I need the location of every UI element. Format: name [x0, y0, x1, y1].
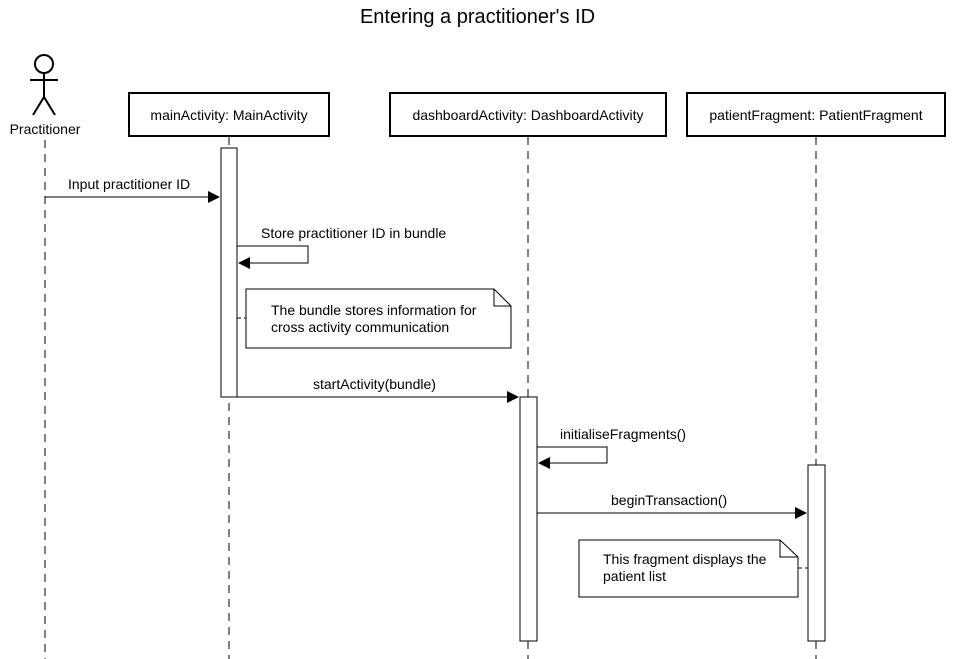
participant-label: mainActivity: MainActivity	[150, 106, 308, 123]
note-line: The bundle stores information for	[271, 302, 477, 318]
participant-main-activity: mainActivity: MainActivity	[128, 92, 330, 137]
actor-label: Practitioner	[9, 121, 81, 137]
diagram-title: Entering a practitioner's ID	[359, 6, 596, 28]
message-label: Store practitioner ID in bundle	[261, 225, 447, 241]
participant-label: patientFragment: PatientFragment	[709, 106, 923, 123]
actor-icon	[30, 54, 58, 116]
participant-patient-fragment: patientFragment: PatientFragment	[686, 92, 946, 137]
dashboard-activity-activation	[519, 396, 538, 642]
note-line: cross activity communication	[271, 319, 450, 335]
message-label: beginTransaction()	[611, 492, 728, 508]
bundle-note: The bundle stores information for cross …	[271, 302, 476, 336]
participant-label: dashboardActivity: DashboardActivity	[412, 106, 644, 123]
main-activity-activation	[220, 147, 238, 398]
note-line: This fragment displays the	[603, 551, 767, 567]
patient-fragment-activation	[807, 464, 826, 642]
note-line: patient list	[603, 568, 667, 584]
message-label: startActivity(bundle)	[313, 376, 436, 392]
bundle-note-shape	[237, 288, 512, 349]
store-id-self-arrow	[237, 245, 309, 269]
fragment-note: This fragment displays the patient list	[603, 551, 766, 585]
fragment-note-shape	[578, 539, 808, 598]
message-label: initialiseFragments()	[560, 426, 687, 442]
participant-dashboard-activity: dashboardActivity: DashboardActivity	[389, 92, 667, 137]
message-label: Input practitioner ID	[68, 176, 191, 192]
initialise-fragments-self-arrow	[537, 446, 608, 469]
